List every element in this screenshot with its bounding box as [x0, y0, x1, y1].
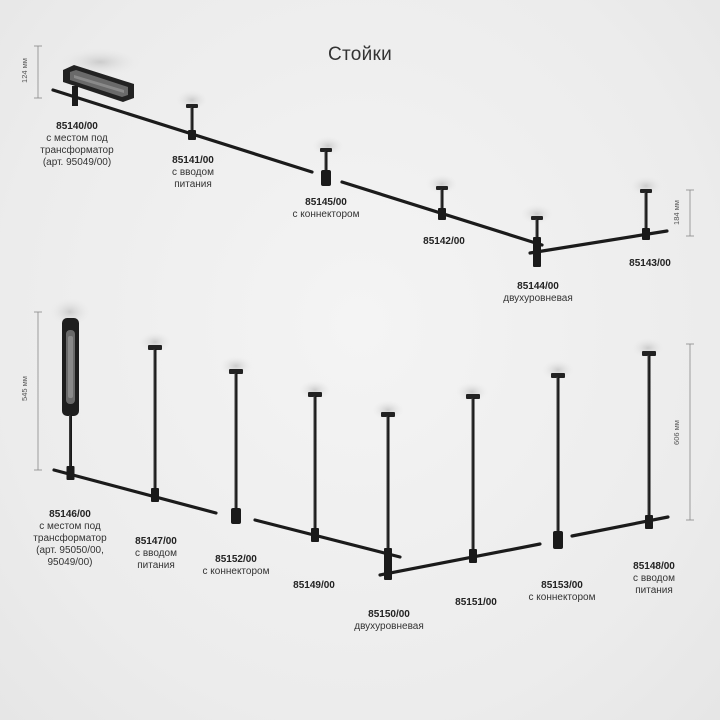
- dimension-top-right: 184 мм: [671, 200, 681, 225]
- rod-85153: [551, 373, 565, 549]
- label-85142: 85142/00: [423, 236, 465, 247]
- rod-85147: [148, 345, 162, 502]
- dimension-lines: [34, 45, 694, 521]
- page-title: Стойки: [327, 44, 393, 65]
- transformer-housing: [62, 318, 79, 480]
- label-85152: 85152/00 с коннектором: [202, 554, 270, 577]
- dimension-bottom-left: 545 мм: [19, 376, 29, 401]
- ceiling-shadows: [50, 48, 664, 420]
- label-85145: 85145/00 с коннектором: [292, 197, 360, 220]
- rod-85148: [642, 351, 656, 529]
- rod-85151: [466, 394, 480, 563]
- dimension-top-left: 124 мм: [19, 58, 29, 83]
- top-track-system: [51, 65, 669, 267]
- rod-85141: [186, 104, 198, 140]
- rod-85144: [531, 216, 543, 267]
- transformer-box: [63, 65, 134, 106]
- label-85144: 85144/00 двухуровневая: [503, 281, 573, 304]
- label-85150: 85150/00 двухуровневая: [354, 609, 424, 632]
- bottom-track-system: [52, 318, 670, 580]
- rod-85143: [640, 189, 652, 240]
- label-85143: 85143/00: [629, 258, 671, 269]
- dimension-bottom-right: 606 мм: [671, 420, 681, 445]
- label-85149: 85149/00: [293, 580, 335, 591]
- rod-85142: [436, 186, 448, 220]
- rod-85152: [229, 369, 243, 524]
- label-85151: 85151/00: [455, 597, 497, 608]
- rod-85150: [381, 412, 395, 580]
- rod-85145: [320, 148, 332, 186]
- rod-85149: [308, 392, 322, 542]
- label-85153: 85153/00 с коннектором: [528, 580, 596, 603]
